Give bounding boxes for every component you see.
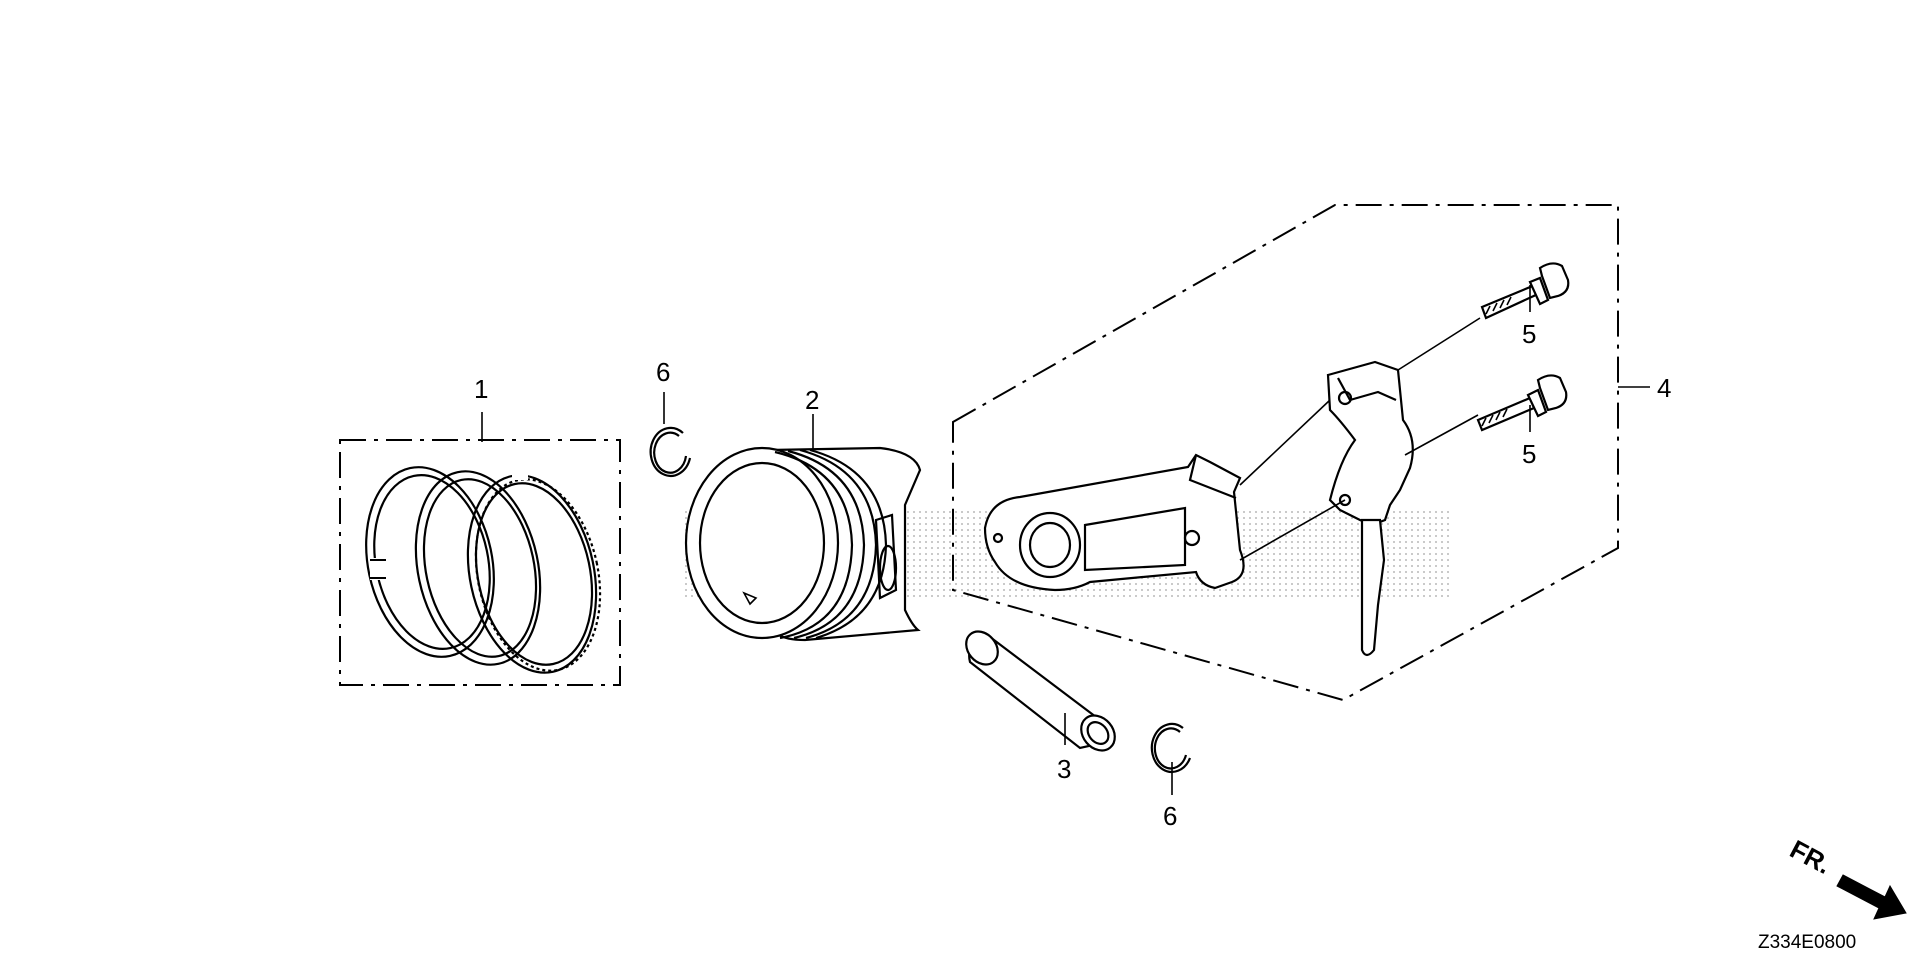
- piston-pin-group: 3: [965, 630, 1116, 784]
- connecting-rod-frame: [952, 204, 1619, 702]
- rod-bolt-lower: [1476, 396, 1536, 432]
- front-label: FR.: [1785, 834, 1836, 880]
- piston-ring-set-group: 1: [339, 374, 621, 686]
- piston-ring-set-frame: [339, 439, 621, 686]
- callout-6-left: 6: [656, 357, 670, 387]
- front-arrow-icon: [1836, 874, 1907, 920]
- piston-group: 2: [684, 385, 922, 642]
- pin-clip-left: [649, 426, 692, 477]
- callout-2: 2: [805, 385, 819, 415]
- callout-5-lower: 5: [1522, 439, 1536, 469]
- rod-bolt-lower-group: 5: [1476, 374, 1568, 469]
- callout-5-upper: 5: [1522, 319, 1536, 349]
- callout-3: 3: [1057, 754, 1071, 784]
- piston-rings: [365, 464, 602, 674]
- pin-clip-right-group: 6: [1150, 722, 1192, 831]
- connecting-rod: [983, 453, 1245, 592]
- callout-1: 1: [474, 374, 488, 404]
- piston-crown: [684, 446, 840, 640]
- callout-4: 4: [1657, 373, 1671, 403]
- front-direction-indicator: FR.: [1785, 834, 1907, 920]
- pin-clip-right: [1150, 722, 1192, 774]
- connecting-rod-assembly-group: 4: [952, 204, 1671, 702]
- callout-6-right: 6: [1163, 801, 1177, 831]
- diagram-code: Z334E0800: [1758, 932, 1856, 953]
- rod-bolt-upper-group: 5: [1480, 262, 1570, 349]
- rod-cap: [1326, 360, 1414, 657]
- pin-clip-left-group: 6: [649, 357, 692, 477]
